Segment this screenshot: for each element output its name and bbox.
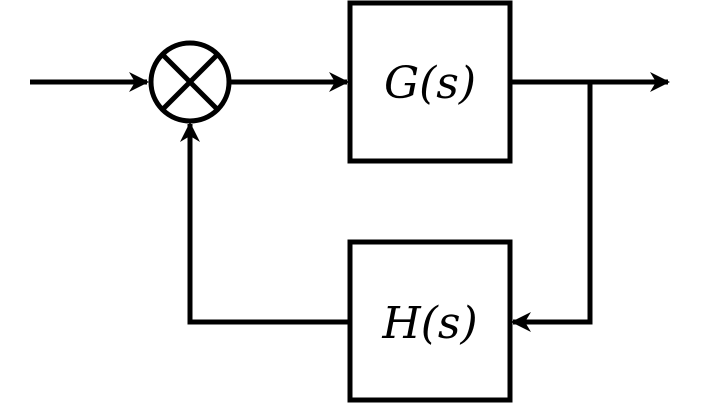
feedback-block xyxy=(347,239,513,403)
summing-junction xyxy=(148,40,232,124)
feedback-block-label: H(s) xyxy=(381,298,477,349)
forward-block xyxy=(347,0,513,164)
feedback-path-right xyxy=(511,82,593,332)
forward-block-label: G(s) xyxy=(384,58,476,109)
feedback-path-left xyxy=(180,122,350,325)
